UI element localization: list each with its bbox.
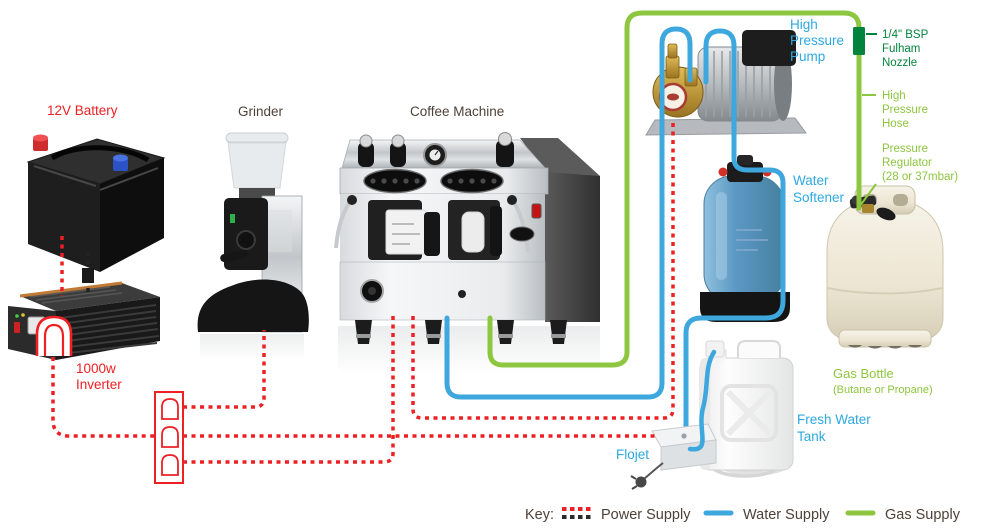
inverter-label-line1: 1000w <box>76 361 116 376</box>
battery-handle <box>50 145 150 163</box>
water-softener <box>700 155 790 322</box>
machine-legs <box>355 320 567 344</box>
power-line-inverter-to-strip <box>51 357 155 438</box>
power-switch <box>531 203 542 219</box>
grinder-reflection <box>200 334 304 360</box>
pump-label-line2: Pressure <box>790 33 844 48</box>
water-line-pump-to-machine <box>444 26 693 400</box>
hose-label-line3: Hose <box>882 118 909 130</box>
steam-knobs <box>358 132 514 167</box>
gas-bottle-label-line2: (Butane or Propane) <box>833 384 933 396</box>
tank-label-line2: Tank <box>797 429 826 444</box>
coffee-machine-label: Coffee Machine <box>410 104 504 119</box>
battery-negative-terminal <box>113 154 128 171</box>
inverter-switch <box>14 322 20 333</box>
tank-label-line1: Fresh Water <box>797 412 871 427</box>
pump-label-line1: High <box>790 17 818 32</box>
key-power-swatch <box>562 507 593 519</box>
softener-label-line1: Water <box>793 173 829 188</box>
regulator-label-line3: (28 or 37mbar) <box>882 171 958 183</box>
key-title: Key: <box>525 507 554 523</box>
gas-bottle <box>826 185 944 349</box>
pump-label-line3: Pump <box>790 49 825 64</box>
power-line-strip-to-grinder <box>183 330 266 409</box>
softener-inlet-fitting <box>718 167 728 177</box>
pump-terminal-box <box>742 30 796 66</box>
tank-spout <box>705 340 725 358</box>
nozzle-label-line2: Fulham <box>882 43 920 55</box>
nozzle-label-line3: Nozzle <box>882 57 917 69</box>
power-line-machine-to-pump <box>411 122 675 420</box>
gas-lines <box>487 10 877 368</box>
labels: 12V Battery Grinder Coffee Machine 1000w… <box>47 17 958 462</box>
water-line-softener-circuit <box>683 28 786 435</box>
key-power-label: Power Supply <box>601 507 691 523</box>
pressure-gauge <box>423 143 447 167</box>
battery-label: 12V Battery <box>47 103 118 118</box>
battery <box>26 134 166 272</box>
group-head-right <box>448 200 502 260</box>
flojet-label: Flojet <box>616 447 649 462</box>
regulator-pointer <box>856 183 877 211</box>
tank-handle <box>737 340 781 358</box>
flojet-cord <box>643 462 664 480</box>
high-pressure-pump <box>645 30 807 136</box>
grinder-base <box>197 279 309 332</box>
power-strip <box>154 391 184 484</box>
coffee-machine <box>334 132 600 344</box>
grinder <box>197 132 309 333</box>
battery-wire-connector <box>82 268 94 283</box>
strip-socket-3 <box>161 454 179 476</box>
battery-positive-terminal <box>33 134 48 151</box>
fulham-nozzle <box>853 27 865 55</box>
grinder-hopper <box>227 141 287 189</box>
regulator-label-line2: Regulator <box>882 157 932 169</box>
strip-socket-2 <box>161 426 179 448</box>
softener-label-line2: Softener <box>793 190 845 205</box>
machine-logo <box>509 226 535 242</box>
button-pads <box>363 168 504 194</box>
hose-label-line1: High <box>882 90 906 102</box>
inverter-label-line2: Inverter <box>76 377 122 392</box>
hose-label-line2: Pressure <box>882 104 928 116</box>
grinder-label: Grinder <box>238 104 284 119</box>
power-lines <box>35 122 675 484</box>
gas-bottle-label-line1: Gas Bottle <box>833 366 894 381</box>
inverter <box>8 281 160 360</box>
key-gas-label: Gas Supply <box>885 507 961 523</box>
water-line-tank-to-flojet <box>687 349 717 452</box>
inverter-plug-symbol <box>35 315 73 356</box>
grinder-switch <box>230 214 235 223</box>
power-line-strip-to-machine <box>183 316 395 464</box>
group-head-left <box>368 200 440 260</box>
legend-key: Key: Power Supply Water Supply Gas Suppl… <box>525 507 961 523</box>
strip-socket-1 <box>161 398 179 420</box>
regulator-label-line1: Pressure <box>882 143 928 155</box>
key-water-label: Water Supply <box>743 507 830 523</box>
gas-line-bottle-to-machine <box>487 10 862 368</box>
nozzle-label-line1: 1/4" BSP <box>882 29 929 41</box>
